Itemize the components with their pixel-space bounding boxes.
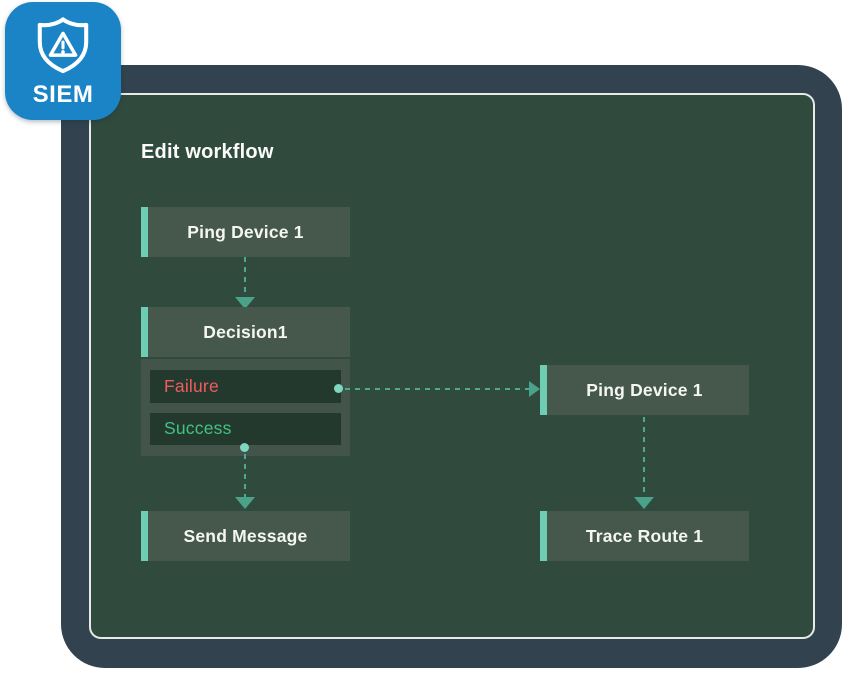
connector-dot	[334, 384, 343, 393]
edit-workflow-panel: Edit workflow Ping Device 1 Decision1 Fa…	[89, 93, 815, 639]
node-label: Trace Route 1	[585, 525, 704, 546]
page-title: Edit workflow	[141, 141, 274, 163]
node-label: Ping Device 1	[187, 221, 304, 242]
node-trace-route-1[interactable]: Trace Route 1	[540, 511, 749, 561]
node-accent-bar	[540, 511, 547, 561]
node-decision-1[interactable]: Decision1	[141, 307, 350, 357]
node-label: Ping Device 1	[586, 379, 703, 400]
connector-line	[244, 454, 246, 497]
arrowhead-right-icon	[529, 381, 540, 397]
decision-branches-group: Failure Success	[141, 359, 350, 456]
node-label: Decision1	[203, 321, 288, 342]
shield-alert-icon	[32, 14, 94, 74]
branch-success[interactable]: Success	[150, 412, 341, 445]
connector-line	[244, 257, 246, 297]
node-ping-device-1-right[interactable]: Ping Device 1	[540, 365, 749, 415]
branch-label: Success	[164, 418, 232, 439]
connector-dot	[240, 443, 249, 452]
branch-label: Failure	[164, 375, 219, 396]
badge-label: SIEM	[32, 80, 94, 108]
arrowhead-down-icon	[235, 297, 255, 309]
node-send-message[interactable]: Send Message	[141, 511, 350, 561]
node-accent-bar	[141, 511, 148, 561]
node-ping-device-1[interactable]: Ping Device 1	[141, 207, 350, 257]
connector-line	[345, 388, 529, 390]
node-accent-bar	[141, 207, 148, 257]
connector-line	[643, 417, 645, 497]
siem-app-badge: SIEM	[5, 2, 121, 120]
arrowhead-down-icon	[634, 497, 654, 509]
node-accent-bar	[540, 365, 547, 415]
node-accent-bar	[141, 307, 148, 357]
arrowhead-down-icon	[235, 497, 255, 509]
branch-failure[interactable]: Failure	[150, 370, 341, 403]
node-label: Send Message	[183, 525, 308, 546]
